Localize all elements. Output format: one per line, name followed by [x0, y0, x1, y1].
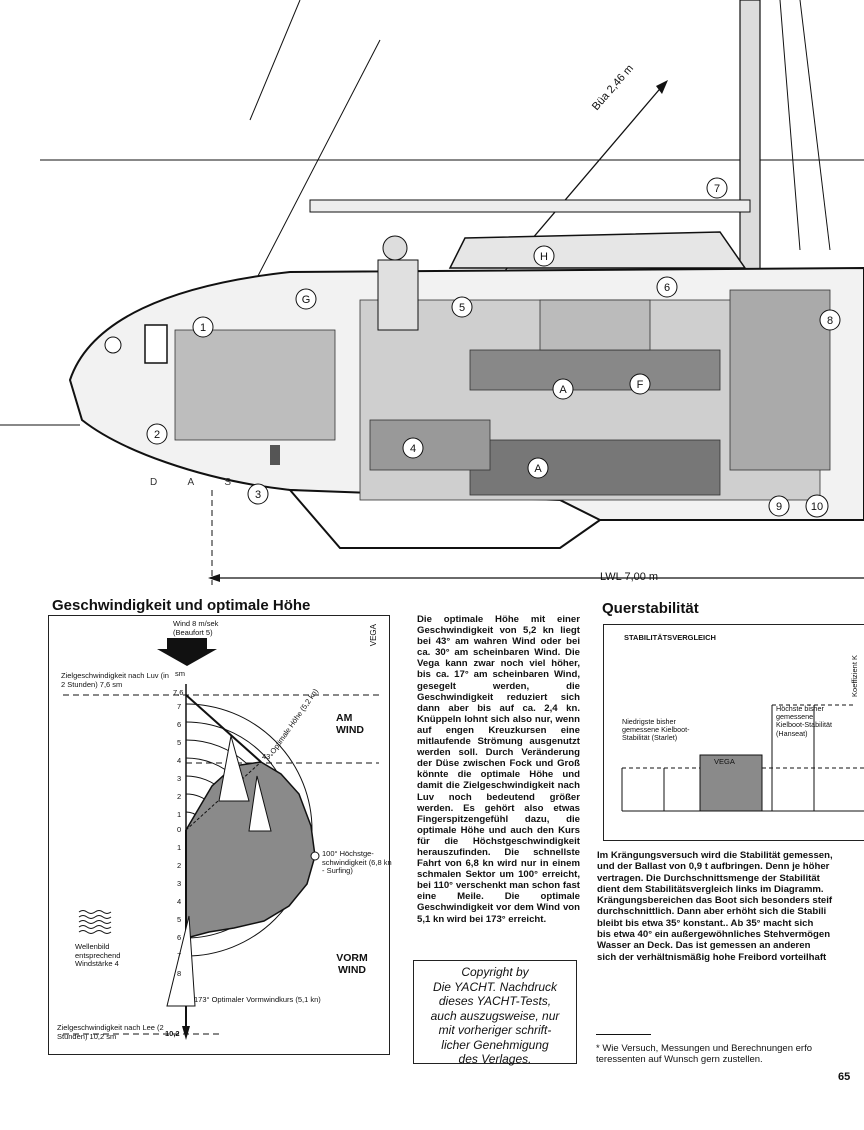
lowest-stability-label: Niedrigste bisher gemessene Kielboot-Sta… — [622, 717, 690, 743]
stability-text-line: Im Krängungsversuch wird die Stabilität … — [597, 850, 833, 861]
footnote-line: teressenten auf Wunsch gern zustellen. — [596, 1054, 763, 1065]
lwl-dimension-label: LWL 7,00 m — [600, 571, 659, 583]
scale-tick: 10,2 — [165, 1029, 180, 1038]
copyright-line: Copyright by — [461, 965, 529, 979]
scale-tick: 8 — [177, 969, 182, 978]
svg-text:8: 8 — [827, 315, 833, 327]
scale-tick: 4 — [177, 756, 182, 765]
unit-label: sm — [175, 669, 185, 678]
stability-chart-svg — [621, 704, 864, 812]
svg-text:1: 1 — [200, 322, 206, 334]
lee-target-label: Zielgeschwindigkeit nach Lee (2 Stunden)… — [57, 1023, 164, 1041]
svg-text:A: A — [534, 463, 542, 475]
svg-text:3: 3 — [255, 489, 261, 501]
stability-text-line: durchschnittlich. Dann aber erhöht sich … — [597, 906, 827, 918]
copyright-line: licher Genehmigung — [441, 1037, 549, 1052]
copyright-line: mit vorheriger schrift- — [438, 1023, 552, 1037]
stability-text-line: bis etwa 40° ein außergewöhnliches Stehv… — [597, 929, 831, 941]
stability-chart-title: STABILITÄTSVERGLEICH — [624, 633, 716, 642]
callout-9: 9 — [768, 495, 790, 517]
copyright-line: Die YACHT. Nachdruck — [432, 979, 558, 994]
wave-picture-label: Wellenbild entsprechend Windstärke 4 — [75, 942, 121, 968]
stability-text-line: vertragen. Die Durchschnittsmenge der St… — [597, 872, 820, 884]
footnote: * Wie Versuch, Messungen und Berechnunge… — [596, 1043, 864, 1065]
svg-text:A: A — [559, 384, 567, 396]
angle-43-label: 43° — [262, 752, 274, 761]
callout-F: F — [629, 373, 651, 395]
callout-3: 3 — [247, 483, 269, 505]
stability-text-line: und der Ballast von 0,9 t aufbringen. De… — [597, 861, 830, 873]
stability-text-line: Wasser an Deck. Das ist gemessen an ande… — [597, 940, 811, 952]
vorm-wind-label: VORM WIND — [336, 952, 368, 976]
max-speed-label: 100° Höchstge-schwindigkeit (6,8 kn - Su… — [322, 849, 392, 875]
svg-text:5: 5 — [459, 302, 465, 314]
svg-text:G: G — [302, 294, 311, 306]
svg-text:10: 10 — [811, 501, 823, 513]
speed-article-text: Die optimale Höhe mit einer Geschwindigk… — [417, 614, 580, 925]
svg-text:9: 9 — [776, 501, 782, 513]
stability-text-line: sich der verhältnismäßig hohe Freibord v… — [597, 951, 827, 963]
callout-1: 1 — [192, 316, 214, 338]
callout-10: 10 — [805, 494, 829, 518]
callout-markers: 1 2 3 4 5 6 7 8 9 10 A A F G H — [146, 177, 841, 518]
wind-label: Wind 8 m/sek — [173, 619, 219, 628]
svg-text:6: 6 — [664, 282, 670, 294]
speed-section-title: Geschwindigkeit und optimale Höhe — [52, 597, 311, 614]
polar-diagram-svg — [63, 638, 379, 1040]
scale-tick: 6 — [177, 720, 182, 729]
callout-A-upper: A — [552, 378, 574, 400]
scale-tick: 7 — [177, 702, 182, 711]
stability-text-line: Krängungsbereichen das Boot sich besonde… — [597, 895, 833, 907]
highest-stability-label: Höchste bisher gemessene Kielboot-Stabil… — [776, 704, 832, 738]
scale-tick: 3 — [177, 879, 182, 888]
scale-tick: 4 — [177, 897, 182, 906]
svg-text:7: 7 — [714, 183, 720, 195]
callout-G: G — [295, 288, 317, 310]
copyright-box: Copyright by Die YACHT. Nachdruck dieses… — [413, 960, 577, 1066]
scale-tick: 1 — [177, 843, 182, 852]
copyright-line: auch auszugsweise, nur — [430, 1008, 560, 1023]
downwind-course-label: 173° Optimaler Vormwindkurs (5,1 kn) — [194, 995, 321, 1004]
stability-text-line: bleibt bis etwa 35° konstant.. Ab 35° ma… — [597, 917, 814, 929]
stability-text-line: dient dem Stabilitätsvergleich links im … — [597, 883, 824, 895]
copyright-line: des Verlages. — [458, 1052, 532, 1066]
scale-tick: 7 — [177, 951, 182, 960]
das-label: D A S — [150, 477, 245, 488]
callout-7: 7 — [706, 177, 728, 199]
svg-text:4: 4 — [410, 443, 416, 455]
svg-text:H: H — [540, 251, 548, 263]
scale-tick: 5 — [177, 915, 182, 924]
boat-cutaway-drawing: D A S — [0, 0, 864, 585]
am-wind-label: AM WIND — [336, 712, 364, 736]
footnote-rule — [596, 1034, 651, 1035]
scale-tick: 0 — [177, 825, 182, 834]
callout-A-lower: A — [527, 457, 549, 479]
svg-text:2: 2 — [154, 429, 160, 441]
callout-H: H — [533, 245, 555, 267]
stability-comparison-chart: STABILITÄTSVERGLEICH Koeffizient K Niedr… — [603, 624, 864, 841]
callout-2: 2 — [146, 423, 168, 445]
vega-vertical-label: VEGA — [369, 624, 378, 647]
svg-text:F: F — [637, 379, 644, 391]
scale-tick: 3 — [177, 774, 182, 783]
scale-tick: 6 — [177, 933, 182, 942]
stability-article-text: Im Krängungsversuch wird die Stabilität … — [597, 850, 864, 963]
page-number: 65 — [838, 1071, 851, 1083]
scale-tick: 2 — [177, 792, 182, 801]
footnote-line: * Wie Versuch, Messungen und Berechnunge… — [596, 1043, 812, 1054]
copyright-line: dieses YACHT-Tests, — [438, 994, 552, 1008]
speed-polar-diagram: VEGA Wind 8 m/sek (Beaufort 5) sm Zielge… — [48, 615, 392, 1055]
callout-6: 6 — [656, 276, 678, 298]
stability-section-title: Querstabilität — [602, 600, 699, 617]
scale-tick: 1 — [177, 810, 182, 819]
callout-4: 4 — [402, 437, 424, 459]
scale-tick: 2 — [177, 861, 182, 870]
callout-5: 5 — [451, 296, 473, 318]
scale-tick: 7,6 — [173, 688, 184, 697]
luv-target-label: Zielgeschwindigkeit nach Luv (in 2 Stund… — [61, 671, 169, 689]
scale-tick: 5 — [177, 738, 182, 747]
callout-8: 8 — [819, 309, 841, 331]
wind-sub-label: (Beaufort 5) — [173, 628, 213, 637]
vega-bar-label: VEGA — [714, 757, 735, 766]
